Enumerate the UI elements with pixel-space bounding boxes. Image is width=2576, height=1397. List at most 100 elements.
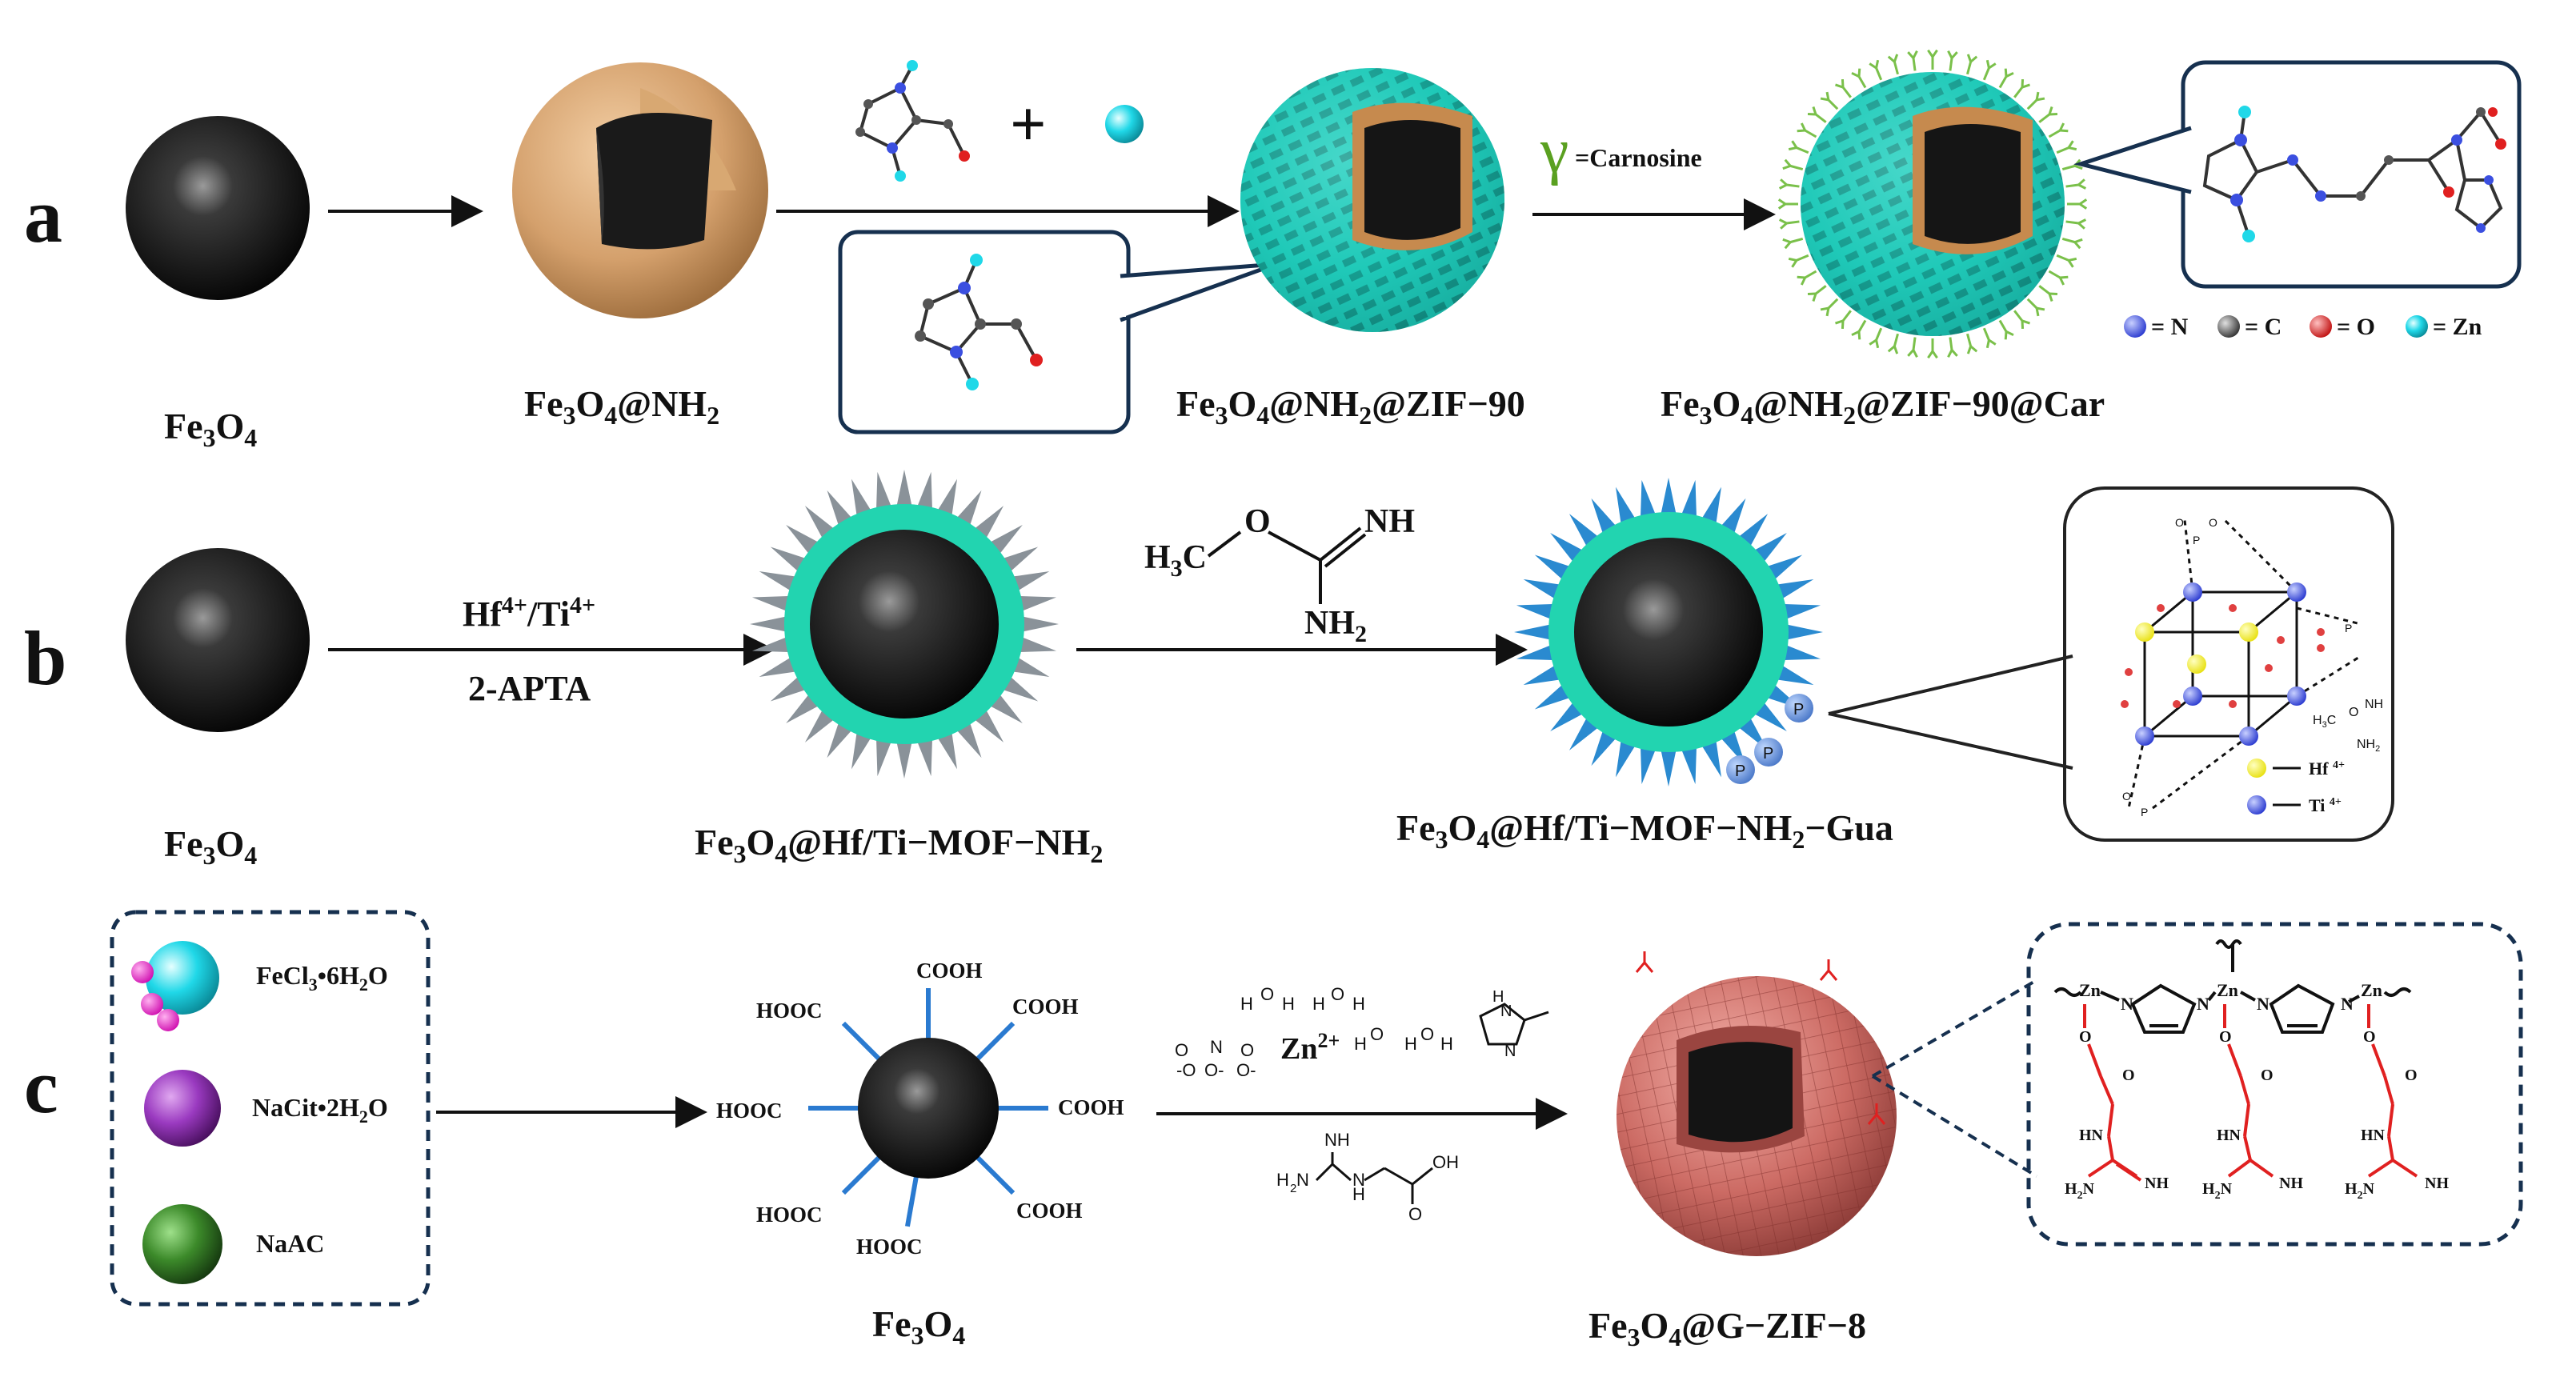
carnosine-antenna xyxy=(1796,146,1809,154)
svg-text:H2N: H2N xyxy=(2202,1180,2233,1202)
carnosine-antenna xyxy=(2061,238,2076,244)
svg-text:P: P xyxy=(2345,622,2352,634)
svg-text:O: O xyxy=(2209,516,2217,529)
zinc-ion-ball xyxy=(1105,105,1144,143)
o-1: O xyxy=(2079,1028,2092,1046)
svg-text:O-: O- xyxy=(1236,1060,1256,1080)
carnosine-antenna xyxy=(2005,330,2014,337)
carnosine-antenna xyxy=(1778,183,1788,190)
carnosine-antenna xyxy=(1841,78,1845,88)
legend-n-label: = N xyxy=(2151,314,2189,340)
carnosine-antenna xyxy=(1804,270,1817,279)
nh-3: NH xyxy=(2425,1175,2449,1192)
carnosine-antenna xyxy=(2079,198,2088,206)
svg-text:O: O xyxy=(2261,1067,2274,1084)
carnosine-antenna xyxy=(1931,49,1938,58)
carnosine-antenna xyxy=(2068,146,2077,151)
carnosine-antenna xyxy=(1841,310,1852,322)
svg-text:H: H xyxy=(1404,1034,1417,1054)
g-zif8-sphere xyxy=(1617,951,1897,1256)
hn-2: HN xyxy=(2217,1127,2241,1144)
carnosine-antenna xyxy=(1827,298,1839,310)
inset-o: O xyxy=(2349,706,2358,719)
spike xyxy=(1781,603,1821,620)
mof-gua-label: Fe3O4@Hf/Ti−MOF−NH2−Gua xyxy=(1396,807,1893,854)
carnosine-antenna xyxy=(1947,349,1953,358)
carnosine-antenna xyxy=(1851,330,1860,337)
svg-text:H: H xyxy=(1492,988,1504,1006)
carboxyl-ray xyxy=(974,1021,1016,1063)
carnosine-antenna xyxy=(1875,339,1880,349)
carnosine-antenna xyxy=(2065,183,2079,188)
carnosine-antenna xyxy=(1966,61,1973,75)
carnosine-antenna xyxy=(2021,320,2025,330)
carnosine-antenna xyxy=(1875,327,1883,341)
spike xyxy=(1774,578,1814,601)
spike xyxy=(1514,623,1553,641)
phosphate-p-2: P xyxy=(1763,745,1773,763)
mol-o: O xyxy=(1244,503,1271,540)
nh-2: NH xyxy=(2279,1175,2303,1192)
hn-1: HN xyxy=(2079,1127,2104,1144)
carnosine-antenna xyxy=(2074,238,2083,244)
spike xyxy=(875,471,892,512)
zn-2: Zn xyxy=(2217,980,2238,1000)
inset-hf-ball xyxy=(2247,759,2266,778)
svg-text:N: N xyxy=(1352,1170,1365,1190)
carnosine-antenna xyxy=(2067,140,2074,149)
cooh-ur: COOH xyxy=(1012,995,1079,1019)
carnosine-antenna xyxy=(2077,183,2087,190)
carnosine-antenna xyxy=(2005,71,2014,78)
zn-3: Zn xyxy=(2361,980,2382,1000)
carnosine-antenna xyxy=(1804,129,1817,138)
carnosine-antenna xyxy=(1912,349,1918,358)
spike xyxy=(1523,578,1563,601)
fe3o4-label-c: Fe3O4 xyxy=(872,1303,965,1350)
carnosine-antenna xyxy=(1927,49,1934,58)
carnosine-antenna xyxy=(1907,349,1915,357)
carnosine-antenna xyxy=(2048,270,2061,279)
spike xyxy=(895,739,913,779)
carnosine-antenna xyxy=(1782,164,1791,170)
carnosine-antenna xyxy=(1788,257,1797,262)
svg-text:N: N xyxy=(1504,1043,1516,1060)
spike xyxy=(955,490,982,528)
n-3: N xyxy=(2257,994,2270,1014)
carnosine-antenna xyxy=(1982,327,1990,341)
carnosine-antenna xyxy=(1791,140,1798,149)
cooh-right: COOH xyxy=(1058,1095,1124,1119)
spike xyxy=(1615,486,1637,526)
carnosine-antenna xyxy=(1912,50,1918,59)
spike xyxy=(1774,663,1814,686)
o-3: O xyxy=(2363,1028,2376,1046)
carnosine-label: =Carnosine xyxy=(1575,143,1702,172)
svg-text:O: O xyxy=(1420,1024,1434,1044)
carnosine-antenna xyxy=(1966,54,1973,62)
carnosine-antenna xyxy=(1812,293,1817,302)
svg-text:H2N: H2N xyxy=(2065,1180,2095,1202)
legend-c-ball xyxy=(2217,315,2240,338)
carnosine-antenna xyxy=(2035,91,2040,101)
spike xyxy=(750,615,789,633)
panel-c-letter: c xyxy=(24,1043,58,1129)
inset-ti-ball xyxy=(2247,795,2266,815)
carnosine-antenna xyxy=(2021,83,2030,89)
carnosine-antenna xyxy=(2077,222,2085,230)
carnosine-antenna xyxy=(1784,158,1792,167)
svg-text:NH: NH xyxy=(1324,1130,1350,1150)
svg-text:H: H xyxy=(1282,994,1295,1014)
fe3o4-label-a: Fe3O4 xyxy=(164,406,257,452)
phosphate-ball-3 xyxy=(1726,755,1755,784)
svg-text:P: P xyxy=(2193,534,2200,546)
hooc-ll: HOOC xyxy=(756,1203,823,1227)
spike xyxy=(1534,554,1572,582)
spike xyxy=(1700,738,1722,778)
carnosine-antenna xyxy=(2074,164,2083,170)
carnosine-antenna xyxy=(1815,285,1827,295)
surface-guanidine-group xyxy=(1635,951,1654,973)
carnosine-antenna xyxy=(1887,55,1896,63)
carnosine-antenna xyxy=(2060,275,2069,279)
nacit-label: NaCit•2H2O xyxy=(252,1093,388,1127)
